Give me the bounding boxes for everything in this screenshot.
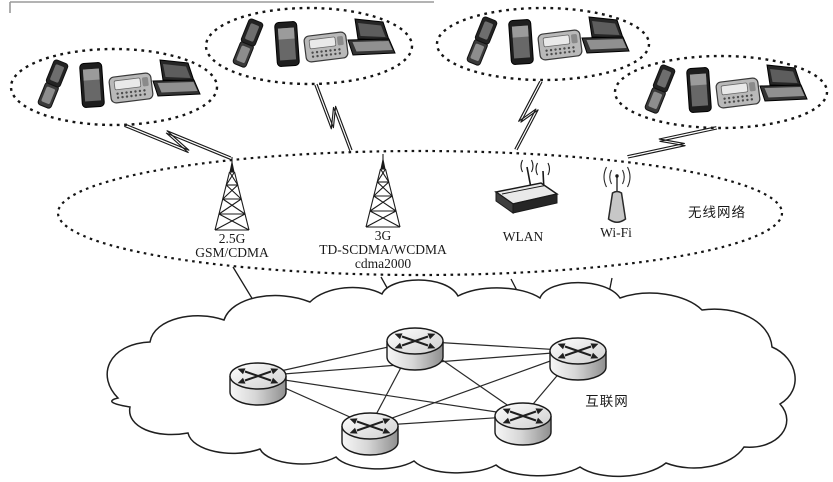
flip-phone-icon <box>36 58 70 110</box>
lightning-link-2 <box>314 83 353 152</box>
laptop-icon <box>759 64 808 102</box>
pda-icon <box>536 28 584 62</box>
cloud-outline <box>106 279 796 477</box>
cell-3g-label-line2: TD-SCDMA/WCDMA <box>319 242 447 257</box>
smartphone-icon <box>507 18 535 66</box>
router-icon <box>341 412 399 456</box>
flip-phone-icon <box>231 17 265 69</box>
flip-phone-icon <box>643 63 677 115</box>
lightning-link-4 <box>627 126 718 159</box>
lightning-links <box>124 80 718 160</box>
router-icon <box>549 337 607 381</box>
pda-icon <box>302 30 350 64</box>
cell-25g-label-line2: GSM/CDMA <box>195 245 269 260</box>
device-group-4 <box>613 54 829 130</box>
wlan-label: WLAN <box>503 229 544 244</box>
laptop-icon <box>347 18 396 56</box>
pda-icon <box>714 76 762 110</box>
internet-label: 互联网 <box>585 394 629 409</box>
wlan-access-point-icon <box>494 159 559 214</box>
cell-3g-label-line1: 3G <box>375 228 392 243</box>
lightning-link-1 <box>124 123 232 160</box>
device-group-3 <box>435 6 651 82</box>
wireless-zone-label: 无线网络 <box>688 205 746 220</box>
flip-phone-icon <box>465 15 499 67</box>
router-icon <box>494 402 552 446</box>
cell-tower-25g-icon <box>214 156 250 231</box>
smartphone-icon <box>685 66 713 114</box>
device-group-2 <box>204 6 414 86</box>
device-group-1 <box>9 47 219 127</box>
cell-tower-3g-icon <box>365 153 401 228</box>
wireless-zone: 2.5G GSM/CDMA 3G TD-SCDMA/WCDMA cdma2000… <box>56 149 784 277</box>
smartphone-icon <box>273 20 301 68</box>
pda-icon <box>107 71 155 105</box>
wifi-label: Wi-Fi <box>600 225 632 240</box>
lightning-link-3 <box>514 80 543 151</box>
laptop-icon <box>581 16 630 54</box>
router-icon <box>229 362 287 406</box>
router-icon <box>386 327 444 371</box>
internet-cloud: 互联网 <box>106 279 796 477</box>
cell-25g-label-line1: 2.5G <box>219 231 246 246</box>
scan-border-artifact <box>9 1 434 13</box>
cell-3g-label-line3: cdma2000 <box>355 256 411 271</box>
wifi-antenna-icon <box>603 166 631 223</box>
smartphone-icon <box>78 61 106 109</box>
laptop-icon <box>152 59 201 97</box>
